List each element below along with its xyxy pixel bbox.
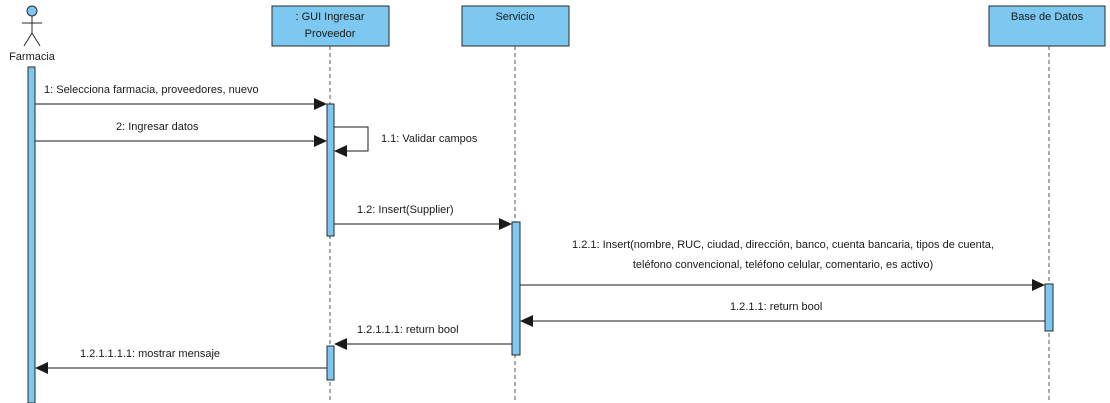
- message-line: [334, 126, 369, 152]
- participant-base-de-datos: Base de Datos: [988, 5, 1106, 47]
- message-2: 2: Ingresar datos: [35, 121, 327, 147]
- activation-bar-gui: [326, 103, 335, 237]
- message-label: 1.2.1.1.1: return bool: [357, 324, 459, 336]
- arrow-head-icon: [334, 338, 347, 350]
- message-1-2-1: 1.2.1: Insert(nombre, RUC, ciudad, direc…: [520, 239, 1045, 291]
- message-label: 1.2.1.1.1.1: mostrar mensaje: [80, 348, 220, 360]
- activation-bar-servicio: [511, 221, 521, 356]
- message-1-1-self: 1.1: Validar campos: [334, 126, 478, 157]
- activation-bar-base-de-datos: [1044, 283, 1054, 332]
- participant-servicio: Servicio: [461, 5, 570, 47]
- message-1: 1: Selecciona farmacia, proveedores, nue…: [35, 84, 327, 110]
- participant-box: [271, 5, 390, 47]
- activation-bar-actor: [27, 66, 36, 403]
- message-label: 1.2.1.1: return bool: [730, 301, 822, 313]
- message-label: 1.1: Validar campos: [381, 133, 478, 145]
- message-1-2-1-1: 1.2.1.1: return bool: [520, 301, 1045, 327]
- arrow-head-icon: [35, 362, 48, 374]
- message-1-2: 1.2: Insert(Supplier): [334, 204, 512, 230]
- arrow-head-icon: [334, 145, 347, 157]
- participant-box: [461, 5, 570, 47]
- arrow-head-icon: [314, 135, 327, 147]
- message-label-line1: 1.2.1: Insert(nombre, RUC, ciudad, direc…: [572, 239, 994, 251]
- participant-box: [988, 5, 1106, 47]
- message-label-line2: teléfono convencional, teléfono celular,…: [633, 259, 933, 271]
- message-1-2-1-1-1-1: 1.2.1.1.1.1: mostrar mensaje: [35, 348, 327, 374]
- message-1-2-1-1-1: 1.2.1.1.1: return bool: [334, 324, 512, 350]
- actor-farmacia: Farmacia: [9, 5, 56, 63]
- message-label: 1.2: Insert(Supplier): [357, 204, 454, 216]
- participant-label-line1: : GUI Ingresar: [295, 11, 364, 23]
- arrow-head-icon: [499, 218, 512, 230]
- arrow-head-icon: [1032, 279, 1045, 291]
- participant-label: Base de Datos: [1011, 11, 1084, 23]
- participant-gui: : GUI Ingresar Proveedor: [271, 5, 390, 47]
- participant-label-line2: Proveedor: [305, 28, 356, 40]
- activation-bar-gui-return: [326, 345, 335, 381]
- arrow-head-icon: [520, 315, 533, 327]
- participant-label: Servicio: [495, 11, 534, 23]
- message-label: 1: Selecciona farmacia, proveedores, nue…: [44, 84, 259, 96]
- arrow-head-icon: [314, 98, 327, 110]
- message-label: 2: Ingresar datos: [116, 121, 199, 133]
- stick-figure-icon: [22, 5, 42, 47]
- actor-label: Farmacia: [9, 51, 56, 63]
